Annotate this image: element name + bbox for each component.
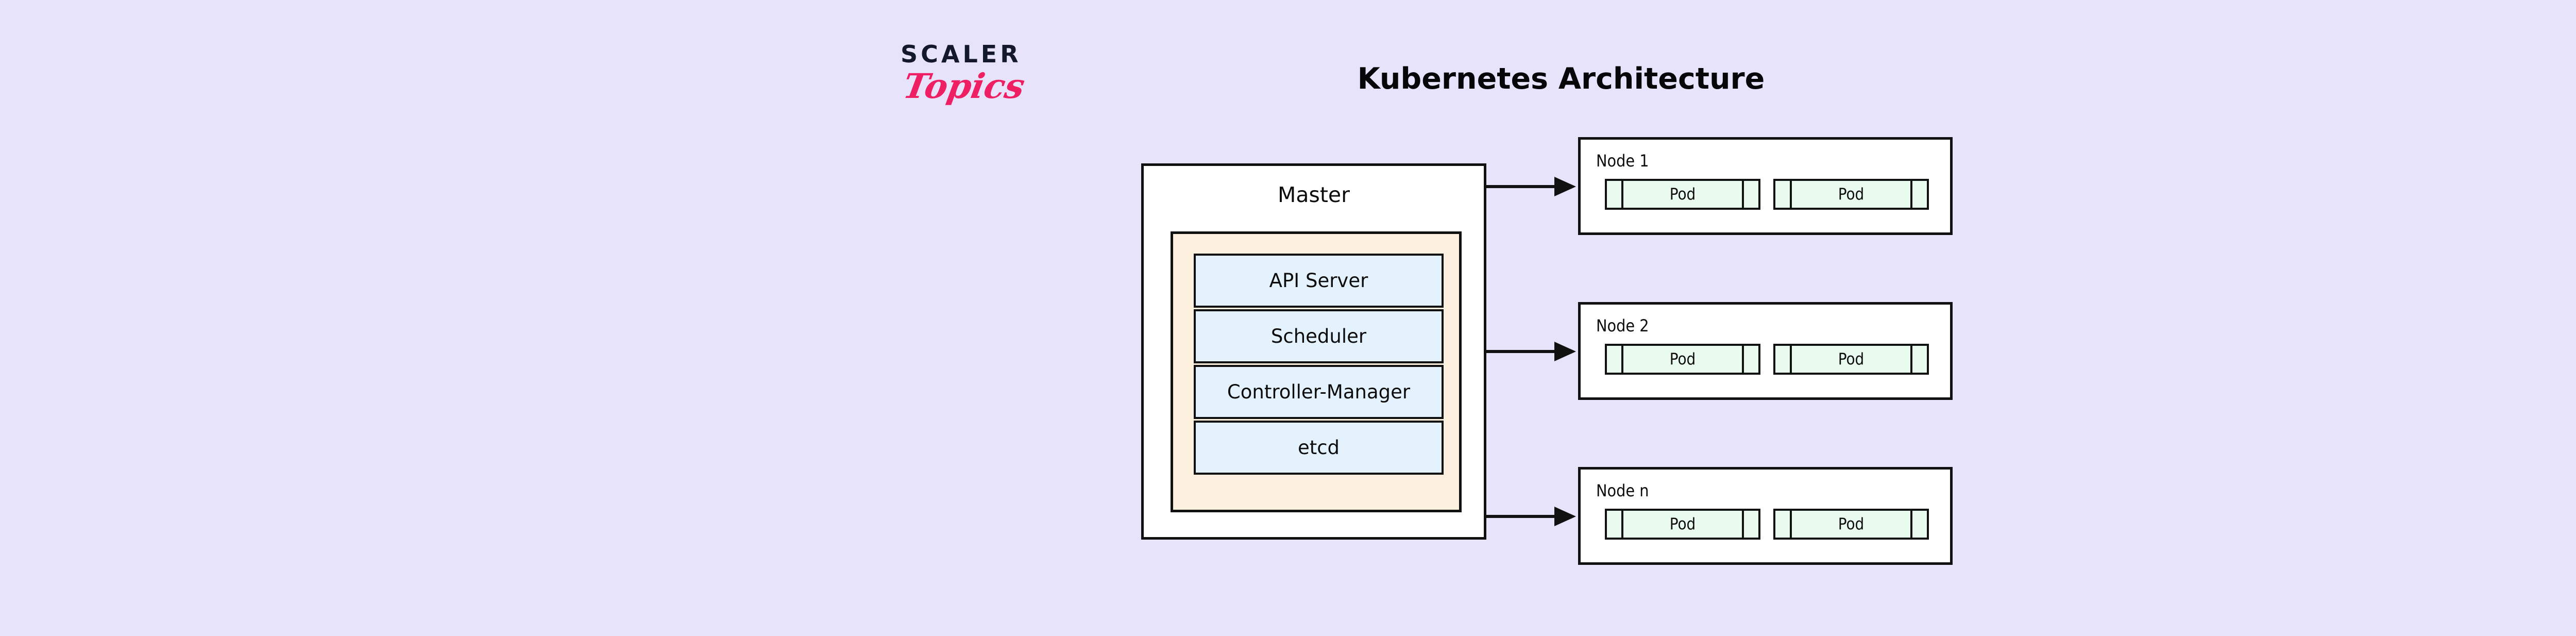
pod-label: Pod <box>1669 185 1696 204</box>
node-label: Node n <box>1596 481 1649 500</box>
pod-divider-right <box>1910 181 1912 208</box>
pod-divider-right <box>1742 181 1744 208</box>
pod-divider-right <box>1742 511 1744 538</box>
master-label: Master <box>1277 182 1350 207</box>
arrow-master-to-node-2 <box>1486 341 1578 361</box>
master-node-box: Master API Server Scheduler Controller-M… <box>1141 163 1486 540</box>
arrow-master-to-node-n <box>1486 506 1578 526</box>
scaler-topics-logo: SCALER Topics <box>900 40 1071 125</box>
component-etcd: etcd <box>1194 421 1444 475</box>
arrow-head-icon <box>1554 342 1576 361</box>
pod-divider-left <box>1621 511 1623 538</box>
arrow-shaft <box>1486 185 1558 188</box>
arrow-shaft <box>1486 350 1558 353</box>
pod-divider-left <box>1790 181 1792 208</box>
pod-divider-right <box>1910 346 1912 373</box>
component-scheduler: Scheduler <box>1194 309 1444 363</box>
pod-label: Pod <box>1838 185 1865 204</box>
pod-divider-left <box>1790 511 1792 538</box>
pod-box: Pod <box>1773 179 1929 210</box>
pod-box: Pod <box>1773 509 1929 540</box>
component-api-server: API Server <box>1194 254 1444 308</box>
pod-label: Pod <box>1838 515 1865 533</box>
pod-box: Pod <box>1773 344 1929 375</box>
worker-node-box: Node 1 Pod Pod <box>1578 137 1953 235</box>
pod-label: Pod <box>1669 350 1696 369</box>
pod-divider-left <box>1621 181 1623 208</box>
arrow-shaft <box>1486 515 1558 518</box>
worker-node-box: Node 2 Pod Pod <box>1578 302 1953 400</box>
pod-divider-right <box>1910 511 1912 538</box>
control-plane-container: API Server Scheduler Controller-Manager … <box>1171 231 1462 512</box>
pod-box: Pod <box>1605 344 1760 375</box>
arrow-master-to-node-1 <box>1486 176 1578 196</box>
component-controller-manager: Controller-Manager <box>1194 365 1444 419</box>
worker-node-box: Node n Pod Pod <box>1578 467 1953 565</box>
arrow-head-icon <box>1554 507 1576 526</box>
node-label: Node 1 <box>1596 151 1649 171</box>
pod-label: Pod <box>1838 350 1865 369</box>
arrow-head-icon <box>1554 177 1576 196</box>
pod-box: Pod <box>1605 509 1760 540</box>
page-title: Kubernetes Architecture <box>1357 62 1765 96</box>
pod-divider-right <box>1742 346 1744 373</box>
pod-divider-left <box>1790 346 1792 373</box>
pod-label: Pod <box>1669 515 1696 533</box>
logo-wordmark-scaler: SCALER <box>901 40 1022 68</box>
pod-box: Pod <box>1605 179 1760 210</box>
node-label: Node 2 <box>1596 316 1649 336</box>
pod-divider-left <box>1621 346 1623 373</box>
logo-wordmark-topics: Topics <box>900 66 1028 106</box>
